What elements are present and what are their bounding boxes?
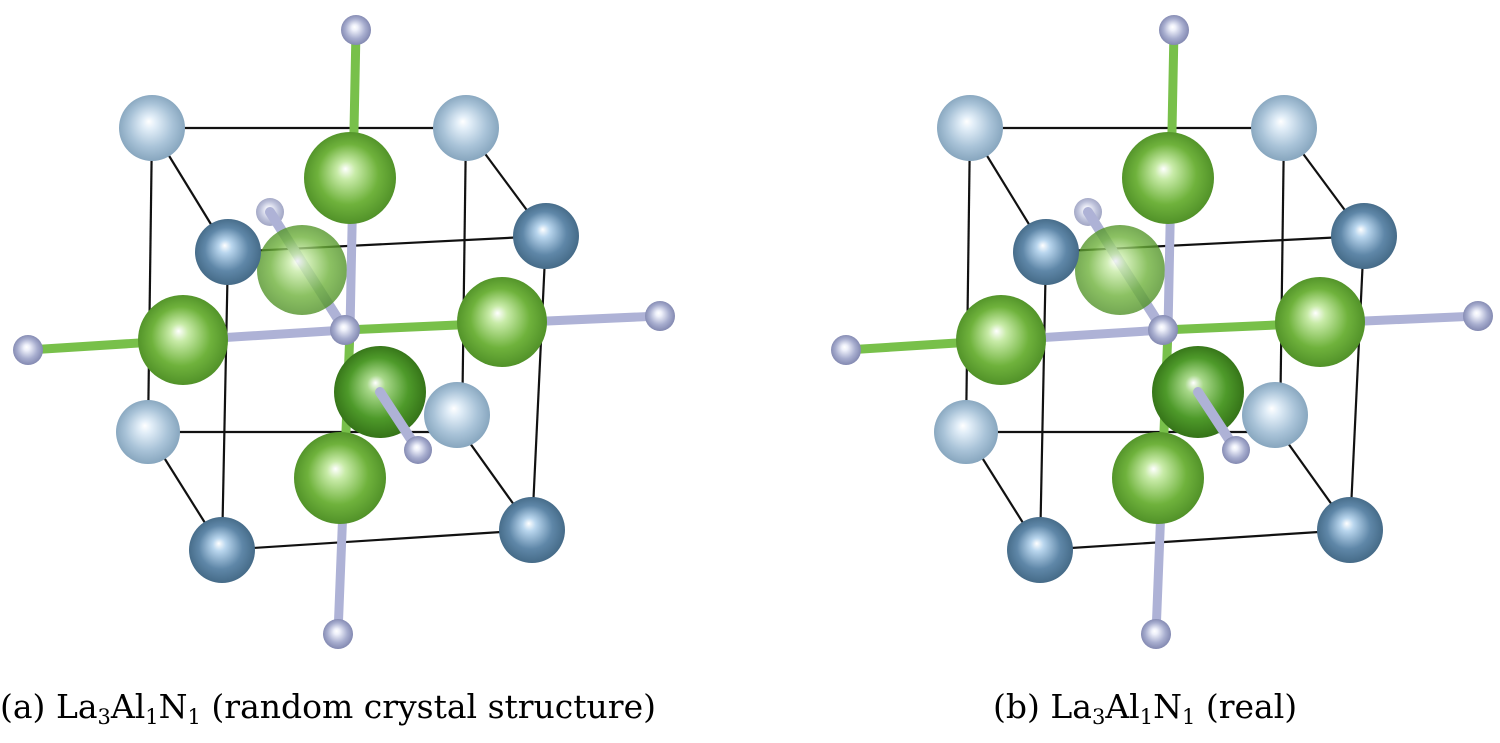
cell-edge — [530, 235, 548, 531]
la-atom-corner — [116, 400, 180, 464]
crystal-structure-b — [831, 15, 1493, 649]
n-atom-left — [831, 335, 861, 365]
caption-b-suffix: (real) — [1205, 687, 1298, 726]
la-atom-corner — [1331, 203, 1397, 269]
la-atom-corner — [1013, 219, 1079, 285]
caption-b: (b) La3Al1N1 (real) — [993, 687, 1298, 729]
caption-a-suffix: (random crystal structure) — [211, 687, 656, 726]
cell-edge — [460, 127, 468, 433]
panel-a: (a) La3Al1N1 (random crystal structure) — [0, 15, 675, 729]
n-atom-front — [404, 436, 432, 464]
n-atom-right — [645, 301, 675, 331]
al-atom-back — [1075, 225, 1165, 315]
la-atom-corner — [934, 400, 998, 464]
la-atom-corner — [1317, 497, 1383, 563]
al-atom-back — [257, 225, 347, 315]
cell-edge — [964, 127, 972, 433]
caption-b-prefix: (b) — [993, 687, 1040, 726]
panel-b: (b) La3Al1N1 (real) — [750, 0, 1500, 743]
al-atom-right — [457, 277, 547, 367]
formula-a: La3Al1N1 — [55, 687, 201, 729]
la-atom-corner — [189, 517, 255, 583]
n-atom-top — [341, 15, 371, 45]
crystal-structure-a — [13, 15, 675, 649]
n-atom-bottom — [1141, 619, 1171, 649]
n-atom-bottom — [323, 619, 353, 649]
al-atom-top — [304, 132, 396, 224]
formula-b: La3Al1N1 — [1050, 687, 1196, 729]
al-atom-bottom — [294, 432, 386, 524]
al-atom-left — [138, 295, 228, 385]
n-atom-front — [1222, 436, 1250, 464]
la-atom-corner — [433, 95, 499, 161]
la-atom-corner — [1242, 382, 1308, 448]
la-atom-corner — [937, 95, 1003, 161]
n-atom-left — [13, 335, 43, 365]
la-atom-corner — [195, 219, 261, 285]
n-atom-right — [1463, 301, 1493, 331]
la-atom-corner — [513, 203, 579, 269]
la-atom-corner — [1007, 517, 1073, 583]
n-atom-center — [1148, 315, 1178, 345]
n-atom-center — [330, 315, 360, 345]
al-atom-left — [956, 295, 1046, 385]
caption-a: (a) La3Al1N1 (random crystal structure) — [0, 687, 656, 729]
cell-edge — [1278, 127, 1286, 433]
al-atom-bottom — [1112, 432, 1204, 524]
cell-edge — [1038, 251, 1048, 551]
al-atom-right — [1275, 277, 1365, 367]
cell-edge — [146, 127, 154, 433]
la-atom-corner — [1251, 95, 1317, 161]
la-atom-corner — [119, 95, 185, 161]
caption-a-prefix: (a) — [0, 687, 46, 726]
cell-edge — [1348, 235, 1366, 531]
cell-edge — [221, 528, 533, 552]
n-atom-top — [1159, 15, 1189, 45]
al-atom-top — [1122, 132, 1214, 224]
cell-edge — [220, 251, 230, 551]
la-atom-corner — [499, 497, 565, 563]
la-atom-corner — [424, 382, 490, 448]
cell-edge — [1039, 528, 1351, 552]
